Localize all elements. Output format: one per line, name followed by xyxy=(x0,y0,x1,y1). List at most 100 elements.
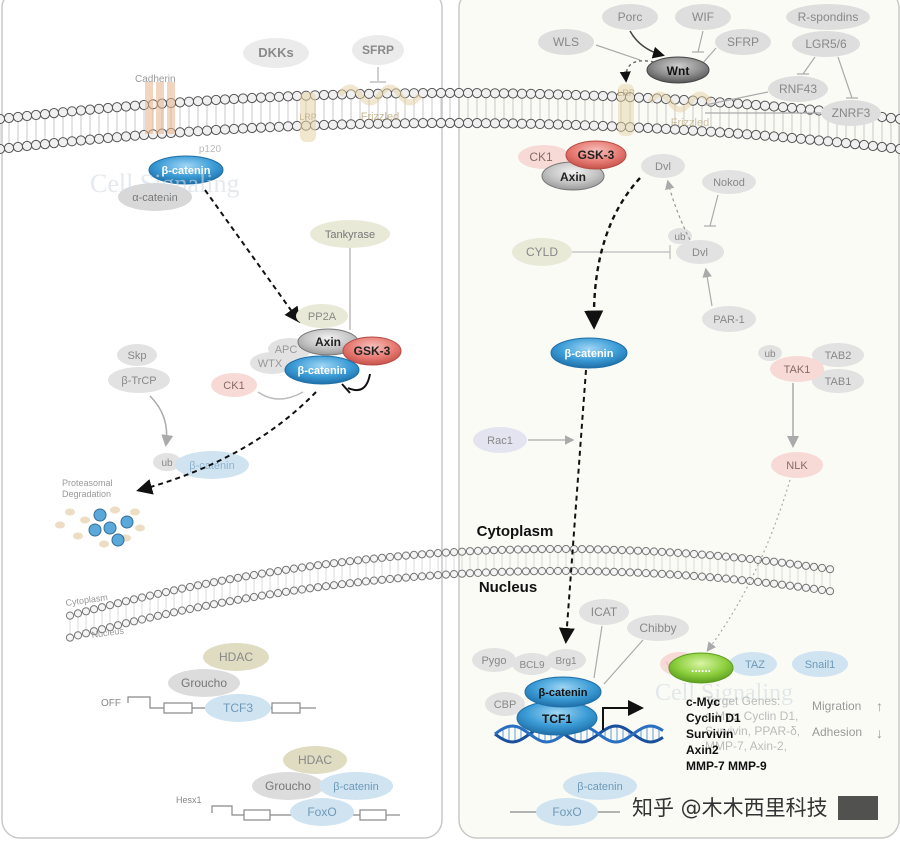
cbp-node xyxy=(485,692,525,716)
left-foxo-label: FoxO xyxy=(307,805,336,819)
skp-label: Skp xyxy=(128,350,147,362)
rspondins-node xyxy=(786,4,870,30)
tab1-label: TAB1 xyxy=(825,376,852,388)
apc-label: APC xyxy=(275,344,298,356)
tcf1-label: TCF1 xyxy=(542,712,572,726)
pp2a-node xyxy=(296,304,348,328)
cbp-label: CBP xyxy=(494,699,517,711)
right-receptor-area xyxy=(618,84,713,136)
tak1-ub-tag xyxy=(758,345,782,361)
foxo-hdac-label: HDAC xyxy=(298,753,332,767)
rnf43-node xyxy=(768,76,828,102)
left-panel-frame xyxy=(1,0,443,839)
skp-node xyxy=(117,344,157,366)
par1-label: PAR-1 xyxy=(713,314,745,326)
bcl9-label: BCL9 xyxy=(519,660,544,671)
ub-tag-left xyxy=(153,453,181,471)
left-frizzled-label: Frizzled xyxy=(361,111,400,123)
right-ck1-label: CK1 xyxy=(529,150,553,164)
tak1-node xyxy=(770,356,824,382)
tab1-node xyxy=(812,369,864,393)
dvl-top-label: Dvl xyxy=(655,161,671,173)
chibby-label: Chibby xyxy=(639,621,676,635)
plasma-membrane xyxy=(0,87,900,155)
migration-up-icon: ↑ xyxy=(876,698,883,714)
proteasome-fragments xyxy=(55,506,145,548)
right-lrp-label: LRP xyxy=(617,88,635,98)
right-frizzled-label: Frizzled xyxy=(671,117,710,129)
left-groucho-node xyxy=(168,669,240,697)
left-ck1-label: CK1 xyxy=(223,380,244,392)
tak1-ub-label: ub xyxy=(764,349,776,360)
nlk-node xyxy=(771,452,823,478)
nlk-label: NLK xyxy=(786,460,808,472)
complex-beta-catenin-label: β-catenin xyxy=(298,365,347,377)
rac1-node xyxy=(473,427,527,453)
cyld-node xyxy=(512,238,572,266)
lgr-node xyxy=(792,31,860,57)
lgr-label: LGR5/6 xyxy=(805,37,847,51)
left-sfrp-label: SFRP xyxy=(362,43,394,57)
tak1-label: TAK1 xyxy=(784,364,811,376)
off-label: OFF xyxy=(101,698,121,709)
tab2-node xyxy=(812,343,864,367)
degradation-label: Degradation xyxy=(62,489,111,499)
tcf3-node xyxy=(205,694,271,722)
pygo-label: Pygo xyxy=(481,655,506,667)
rspondins-label: R-spondins xyxy=(798,10,859,24)
ub-left-label: ub xyxy=(161,458,173,469)
arrow-signalosome-to-beta-catenin xyxy=(584,177,641,330)
right-foxo-beta-catenin-label: β-catenin xyxy=(577,781,622,793)
tankyrase-label: Tankyrase xyxy=(325,229,375,241)
adhesion-down-icon: ↓ xyxy=(876,725,883,741)
target-gene-cyclind1: Cyclin D1 xyxy=(686,711,741,725)
icat-node xyxy=(579,599,629,625)
target-gene-cmyc: c-Myc xyxy=(686,695,720,709)
left-receptor-area xyxy=(145,35,423,142)
pygo-node xyxy=(472,648,516,672)
target-gene-axin2: Axin2 xyxy=(686,743,719,757)
membrane-beta-catenin-label: β-catenin xyxy=(162,165,211,177)
watermark-tag xyxy=(838,796,878,820)
foxo-hdac-node xyxy=(283,746,347,774)
arrow-beta-catenin-to-nucleus xyxy=(558,369,587,644)
alpha-catenin-node xyxy=(118,183,192,211)
right-ck1-node xyxy=(518,145,570,169)
proteasomal-label: Proteasomal xyxy=(62,478,113,488)
membrane-beta-catenin-node xyxy=(148,155,224,185)
foxo-groucho-node xyxy=(252,772,324,800)
tankyrase-node xyxy=(310,220,390,248)
chibby-node xyxy=(627,615,689,641)
gsk3-node xyxy=(342,336,402,366)
rnf43-label: RNF43 xyxy=(779,82,817,96)
nuclear-beta-catenin-label: β-catenin xyxy=(539,687,588,699)
wls-node xyxy=(538,29,594,55)
target-genes-faded-3: MMP-7, Axin-2, xyxy=(705,739,787,753)
right-axin-label: Axin xyxy=(560,170,586,184)
left-groucho-label: Groucho xyxy=(181,676,227,690)
right-foxo-node xyxy=(536,798,598,826)
snail1-label: Snail1 xyxy=(805,659,836,671)
target-genes-faded-2: Survivin, PPAR-δ, xyxy=(705,724,800,738)
transcription-arrow xyxy=(602,700,644,730)
snail1-node xyxy=(792,651,848,677)
icat-label: ICAT xyxy=(591,605,618,619)
znrf3-label: ZNRF3 xyxy=(832,106,871,120)
right-gsk3-label: GSK-3 xyxy=(578,148,615,162)
arrow-membrane-to-complex xyxy=(204,189,301,324)
nuclear-membrane xyxy=(65,544,835,642)
axin-label: Axin xyxy=(315,335,341,349)
complex-beta-catenin-node xyxy=(284,355,360,385)
foxo-groucho-label: Groucho xyxy=(265,779,311,793)
brg1-label: Brg1 xyxy=(555,656,577,667)
tab2-label: TAB2 xyxy=(825,350,852,362)
dvl-label: Dvl xyxy=(692,247,708,259)
wls-label: WLS xyxy=(553,35,579,49)
dkks-label: DKKs xyxy=(258,45,293,60)
right-foxo-beta-catenin-node xyxy=(563,772,637,800)
porc-label: Porc xyxy=(618,10,643,24)
cytoplasm-label: Cytoplasm xyxy=(477,523,554,540)
phosphorylation-curve xyxy=(347,373,371,392)
dvl-top-node xyxy=(641,154,685,178)
hesx1-label: Hesx1 xyxy=(176,795,202,805)
